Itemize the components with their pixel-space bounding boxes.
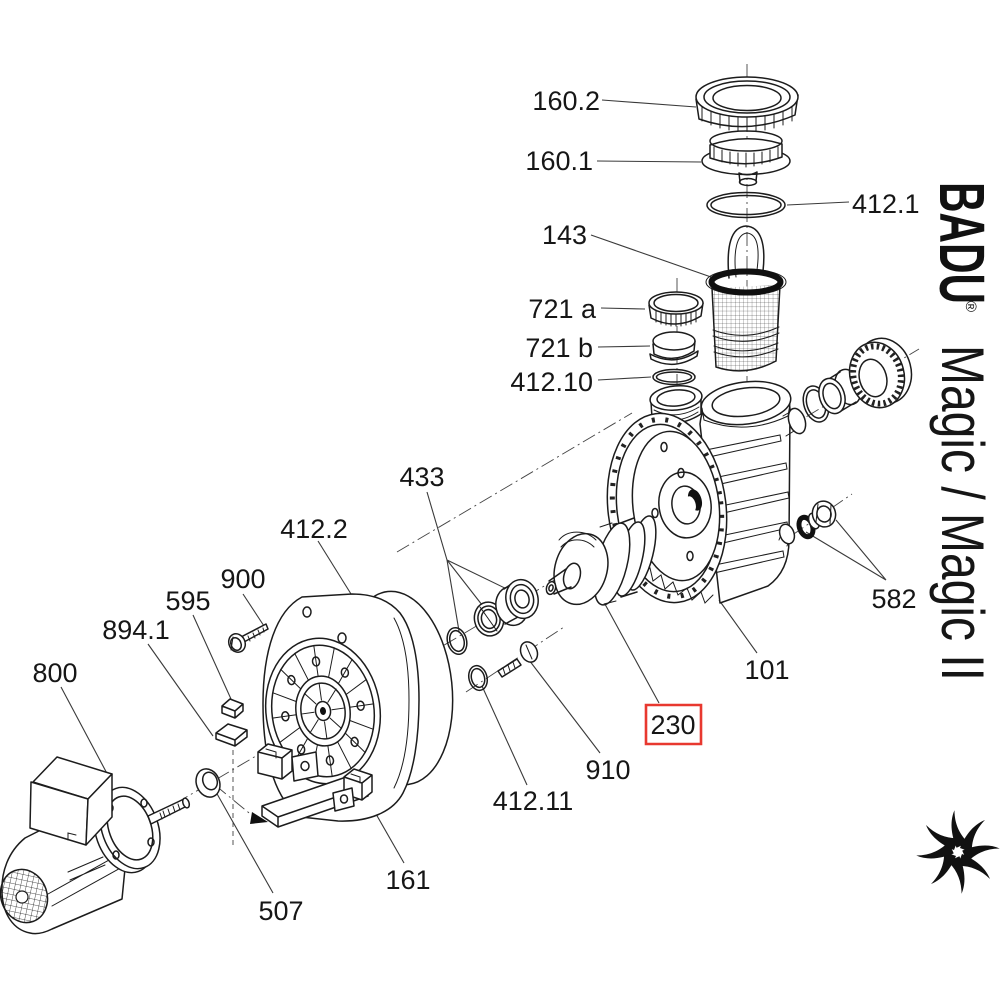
part-label-161[interactable]: 161 [385,865,430,895]
v-ring [192,765,224,801]
part-label-160-1[interactable]: 160.1 [525,146,593,176]
part-label-412-2[interactable]: 412.2 [280,514,348,544]
hex-bolt [226,624,268,655]
part-labels: 160.2 160.1 412.1 143 721 a 721 b 412.10… [32,86,919,926]
outlet-union [783,332,919,436]
mechanical-seal-set [444,577,541,657]
impeller [545,513,662,611]
drain-plug-insert [650,332,698,364]
leader-lines [61,100,886,893]
part-label-230[interactable]: 230 [650,710,695,740]
part-label-595[interactable]: 595 [165,586,210,616]
motor [0,757,191,934]
part-label-800[interactable]: 800 [32,658,77,688]
strainer-basket [706,226,786,371]
seal-rotary-unit [492,577,541,629]
part-label-721b[interactable]: 721 b [525,333,593,363]
pinwheel-logo [916,810,1000,894]
strainer-lid-insert [702,131,790,186]
part-label-721a[interactable]: 721 a [528,294,597,324]
drain-cap [649,292,703,326]
seal-o-ring [444,626,469,657]
part-label-412-11[interactable]: 412.11 [493,786,574,816]
flat-key [216,724,247,746]
shaft-o-ring [466,664,490,693]
part-label-101[interactable]: 101 [744,655,789,685]
part-label-143[interactable]: 143 [542,220,587,250]
motor-bracket [256,586,461,827]
brand-series: Magic / Magic II [929,345,996,681]
brand-name: BADU [926,182,998,304]
part-label-894-1[interactable]: 894.1 [102,615,170,645]
strainer-lid-cap [696,77,798,131]
union-nut [842,332,918,414]
part-label-910[interactable]: 910 [585,755,630,785]
lid-o-ring [707,193,785,218]
bracket-feet [258,744,372,827]
assembly-arrow [250,812,268,824]
shaft-key [222,699,243,718]
part-label-160-2[interactable]: 160.2 [532,86,600,116]
part-label-507[interactable]: 507 [258,896,303,926]
part-label-900[interactable]: 900 [220,564,265,594]
highlight-box [646,705,701,744]
drain-plug-screw [807,498,839,530]
drain-plug-set [777,498,838,546]
brand-registered-mark: ® [962,301,979,312]
part-label-412-1[interactable]: 412.1 [852,189,920,219]
impeller-screw [498,639,541,677]
part-label-412-10[interactable]: 412.10 [510,367,593,397]
drain-o-ring [653,370,695,385]
part-label-582[interactable]: 582 [871,584,916,614]
part-label-433[interactable]: 433 [399,462,444,492]
brand-column: BADU ® Magic / Magic II [926,182,998,681]
